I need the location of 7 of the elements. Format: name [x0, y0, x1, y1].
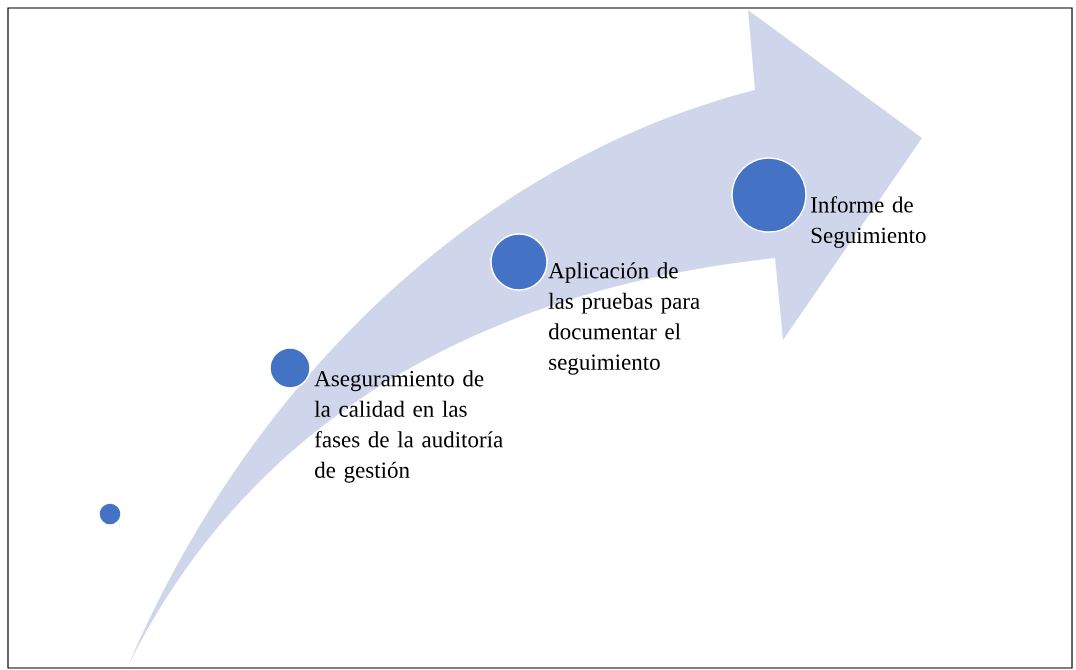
step-label: Aseguramiento de la calidad en las fases de la auditoría de gestión: [314, 370, 503, 483]
circle-marker: [731, 157, 807, 233]
circle-marker: [269, 347, 311, 389]
step-label: Aplicación de las pruebas para documentar el seguimiento: [548, 262, 700, 375]
step-label: Informe de Seguimiento: [811, 196, 926, 248]
circle-marker: [98, 502, 122, 526]
circle-marker: [490, 233, 548, 291]
